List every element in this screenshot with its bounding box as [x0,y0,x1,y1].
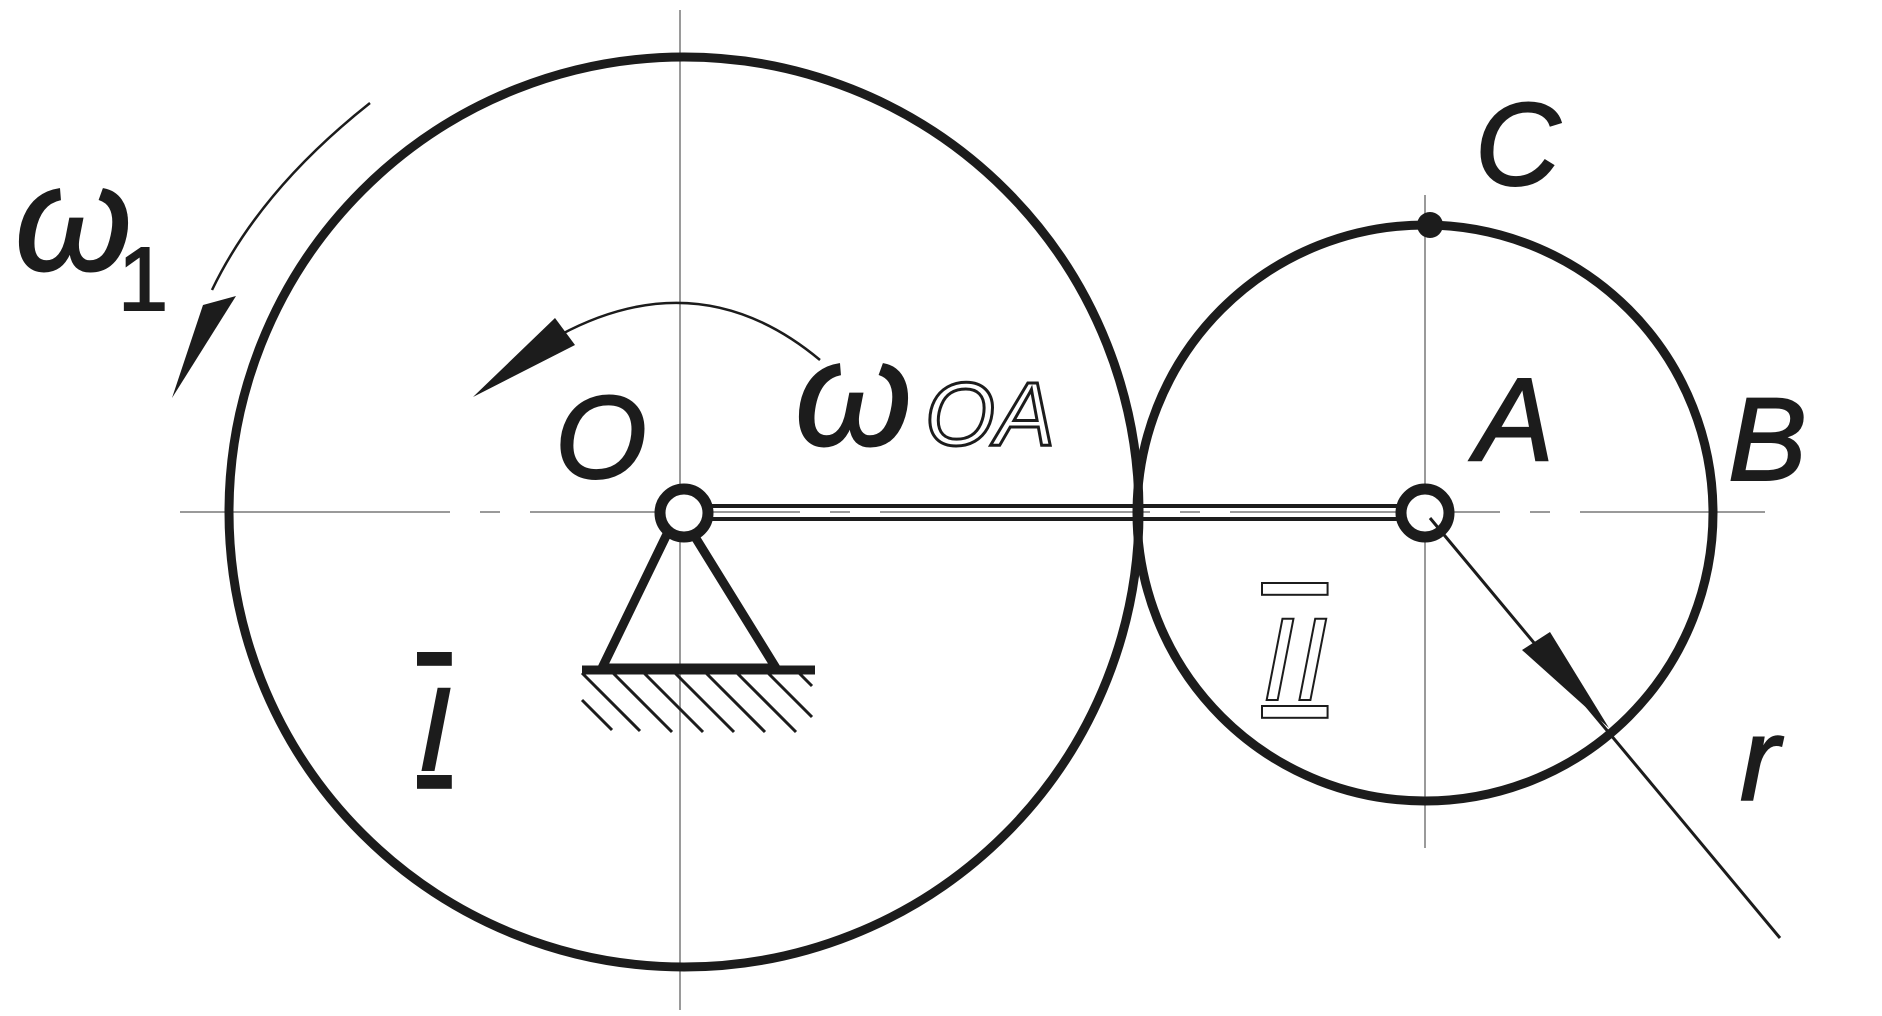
label-radius-r: r [1740,694,1784,826]
label-point-B: B [1728,374,1807,506]
radius-r-indicator [1428,517,1782,939]
omega-1-subscript: 1 [118,230,168,330]
label-point-O: O [555,372,647,504]
omega-1-symbol: ω [15,134,132,302]
omega-OA-symbol: ω [795,309,912,477]
label-point-A: A [1469,354,1554,486]
omega-OA-arrow [473,301,821,397]
omega-OA-subscript: OA [925,365,1055,465]
label-wheel-I: I [418,664,451,796]
omega-1-arrow [172,102,371,398]
joint-O [654,483,714,543]
label-point-C: C [1475,79,1561,211]
point-C-dot [1417,212,1443,238]
crank-OA [680,504,1400,521]
joint-A [1395,483,1455,543]
fixed-support [580,529,815,734]
label-wheel-II: II [1262,594,1328,726]
